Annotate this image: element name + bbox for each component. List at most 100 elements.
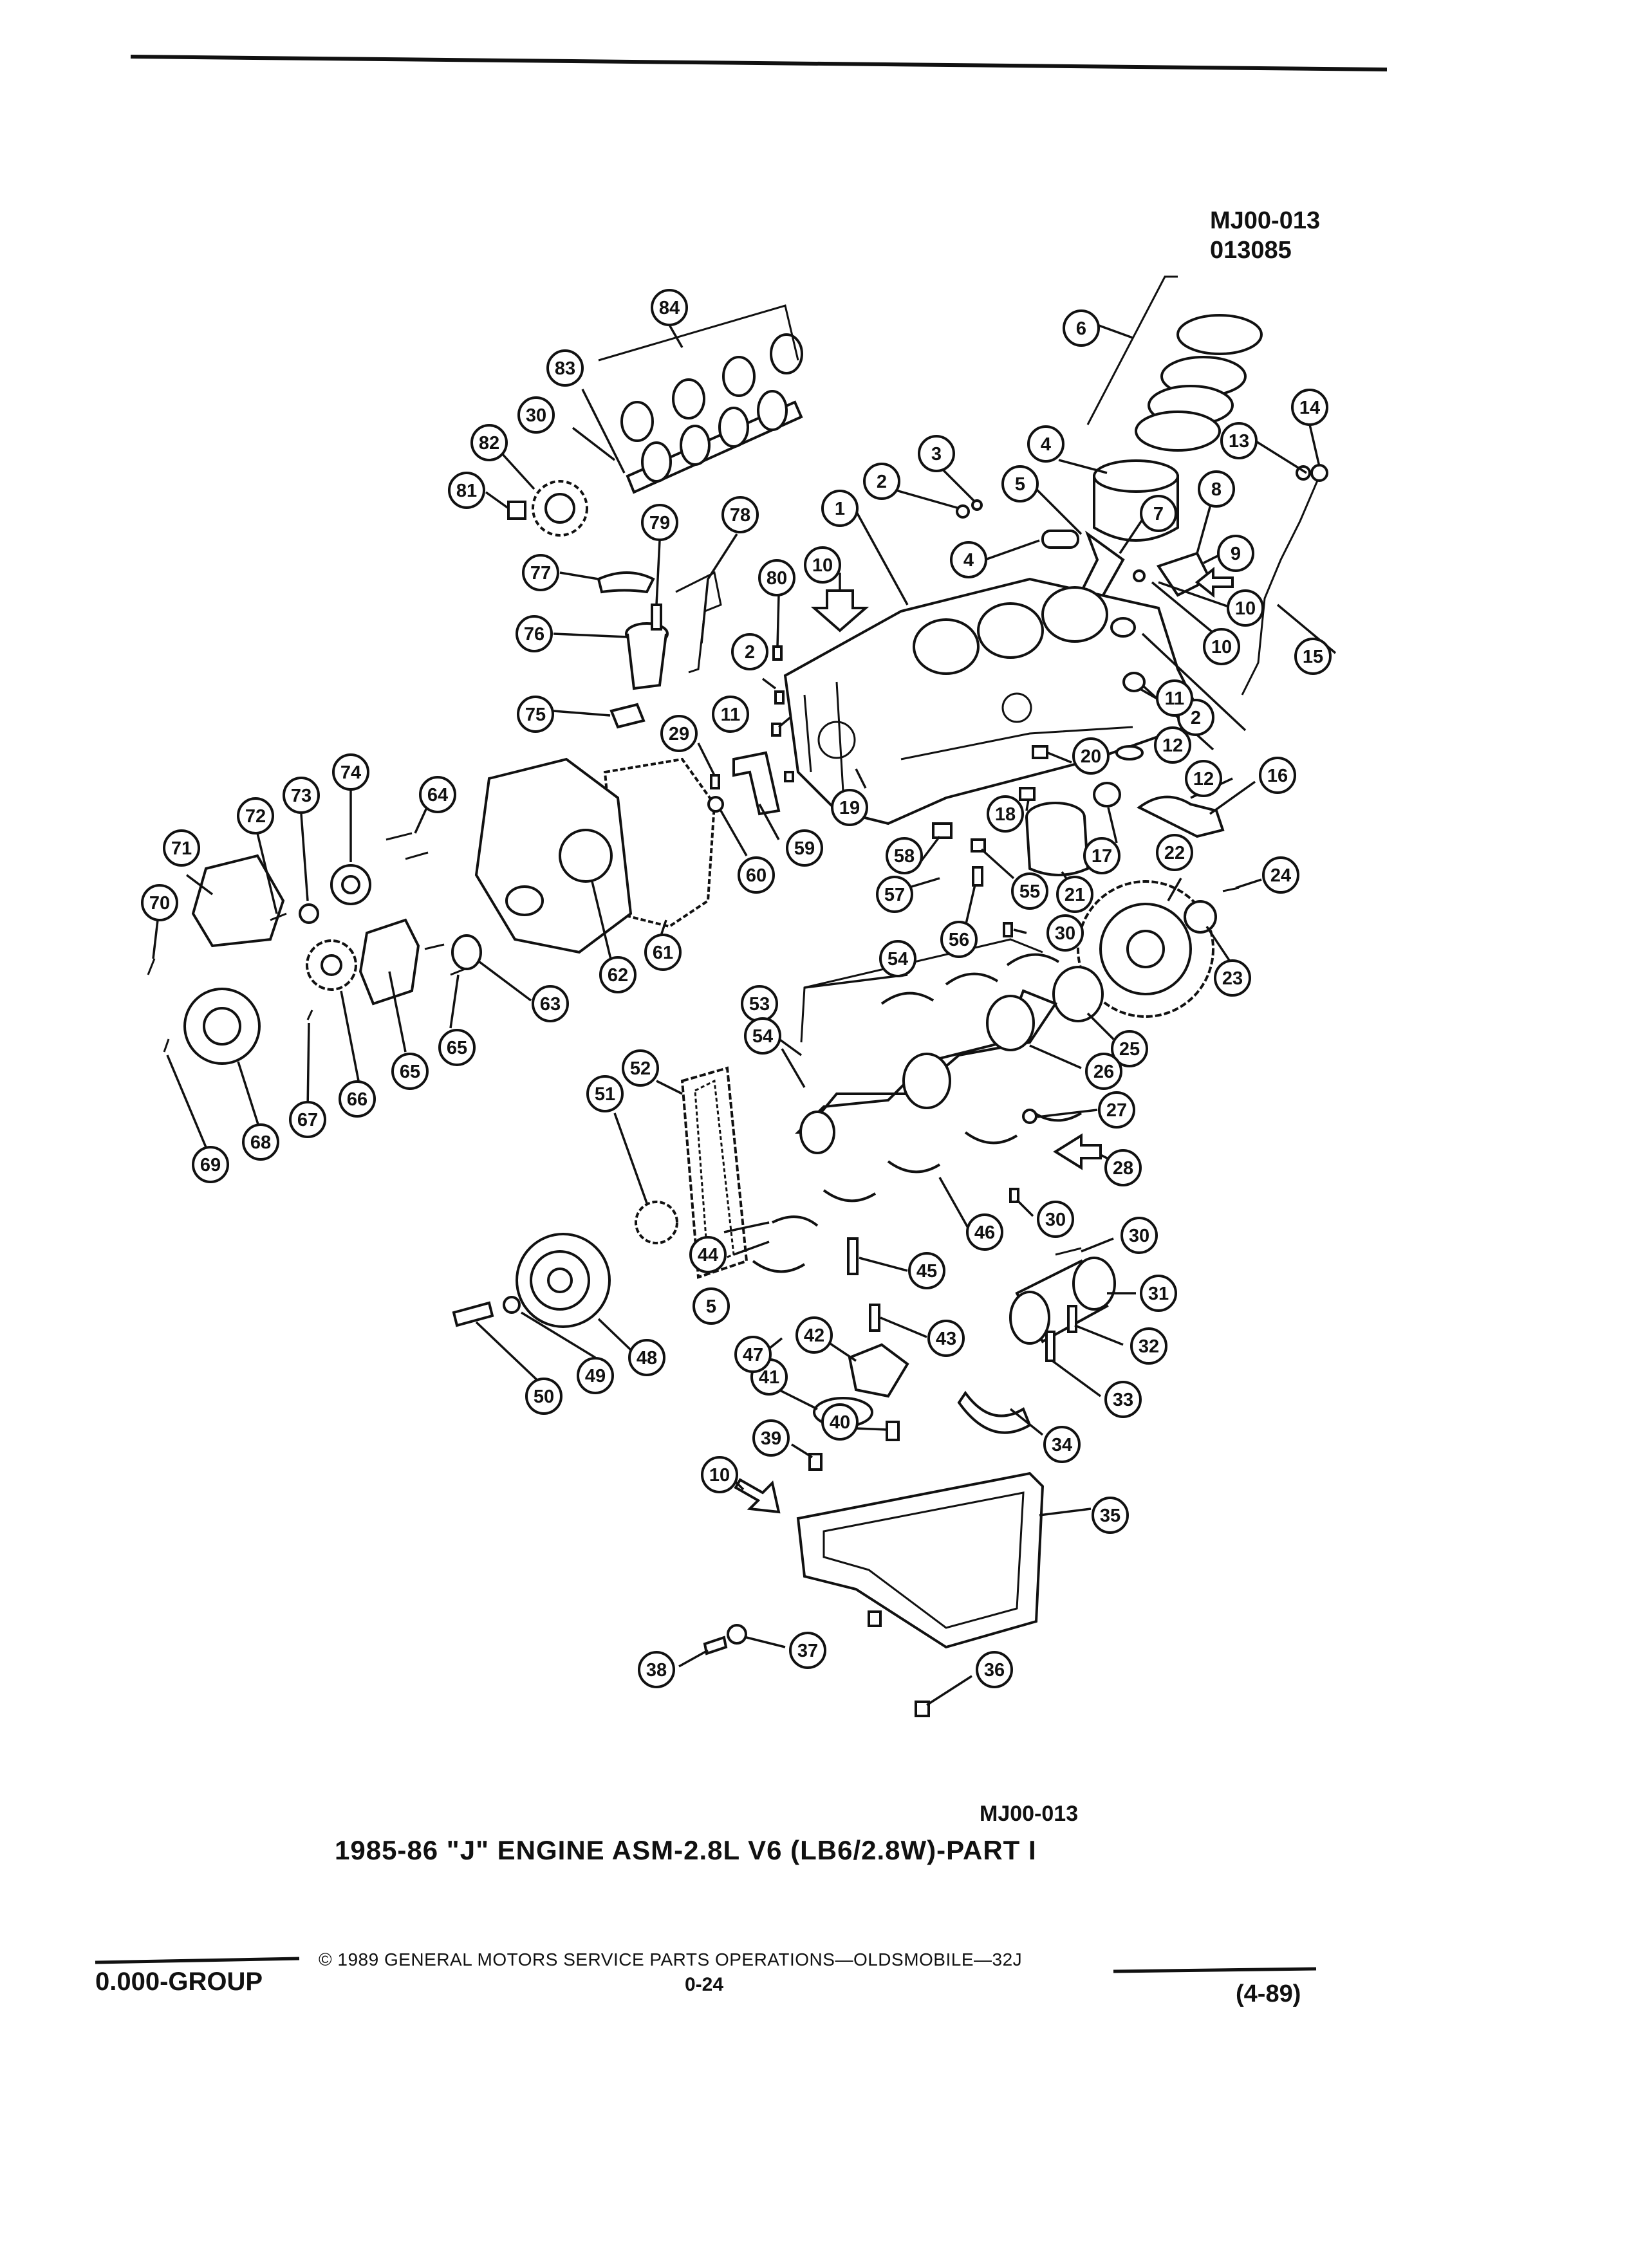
- callout-5: 5: [693, 1287, 730, 1325]
- svg-text:29: 29: [669, 724, 689, 744]
- svg-text:65: 65: [400, 1062, 420, 1082]
- callout-52: 51: [586, 1075, 624, 1112]
- callout-72: 71: [163, 829, 200, 867]
- callout-80: 79: [641, 504, 678, 541]
- svg-text:36: 36: [984, 1660, 1005, 1681]
- svg-text:55: 55: [1019, 881, 1040, 902]
- svg-text:59: 59: [794, 838, 815, 859]
- svg-text:28: 28: [1113, 1158, 1133, 1179]
- svg-text:2: 2: [1191, 708, 1201, 728]
- callout-37: 36: [976, 1651, 1013, 1688]
- callout-75: 74: [332, 753, 369, 791]
- callout-55: 54: [879, 940, 916, 977]
- callout-68: 67: [289, 1101, 326, 1138]
- svg-text:61: 61: [653, 943, 673, 963]
- front-cover-drawing: [474, 757, 633, 954]
- callout-49: 48: [628, 1339, 665, 1376]
- callout-4: 4: [1027, 425, 1065, 463]
- svg-text:47: 47: [743, 1345, 763, 1365]
- svg-text:33: 33: [1113, 1390, 1133, 1410]
- callout-15: 14: [1291, 389, 1328, 426]
- svg-text:10: 10: [709, 1465, 730, 1486]
- callout-73: 72: [237, 797, 274, 834]
- oil-filter-drawing: [1025, 802, 1090, 876]
- footer-rule-right: [1113, 1967, 1317, 1973]
- svg-text:3: 3: [931, 444, 942, 465]
- svg-text:7: 7: [1153, 504, 1164, 524]
- svg-text:49: 49: [585, 1366, 606, 1387]
- callout-36: 35: [1092, 1497, 1129, 1534]
- callout-67: 66: [339, 1080, 376, 1118]
- callout-53: 52: [622, 1049, 659, 1087]
- callout-31: 30: [1120, 1217, 1158, 1254]
- callout-8: 8: [1198, 470, 1235, 508]
- svg-text:18: 18: [995, 804, 1016, 825]
- callout-50: 49: [577, 1357, 614, 1394]
- oil-pan-drawing: [796, 1471, 1045, 1649]
- svg-text:43: 43: [936, 1329, 956, 1349]
- svg-text:30: 30: [526, 405, 546, 426]
- callout-1: 1: [821, 490, 859, 527]
- svg-text:70: 70: [149, 893, 170, 914]
- svg-text:5: 5: [706, 1296, 716, 1317]
- callout-19: 18: [987, 795, 1024, 833]
- callout-2: 2: [863, 463, 900, 500]
- svg-text:21: 21: [1065, 885, 1085, 905]
- svg-text:19: 19: [839, 798, 860, 818]
- callout-69: 68: [242, 1123, 279, 1161]
- svg-text:10: 10: [1211, 637, 1232, 658]
- svg-text:15: 15: [1303, 647, 1323, 667]
- callout-81: 80: [758, 559, 795, 596]
- svg-text:65: 65: [447, 1038, 467, 1058]
- crank-pulley-drawing: [516, 1233, 611, 1328]
- camshaft-drawing: [626, 390, 803, 494]
- starter-motor-drawing: [1009, 1257, 1116, 1345]
- svg-text:35: 35: [1100, 1506, 1120, 1526]
- callout-28: 27: [1098, 1091, 1135, 1129]
- svg-text:75: 75: [525, 705, 546, 725]
- callout-11: 10: [1203, 628, 1240, 665]
- callout-62: 61: [644, 934, 682, 971]
- svg-text:76: 76: [524, 624, 544, 645]
- callout-25: 24: [1262, 856, 1299, 894]
- lower-main-bearings-drawing: [823, 1109, 1083, 1203]
- callout-38: 37: [789, 1632, 826, 1669]
- callout-20: 19: [831, 789, 868, 826]
- svg-text:53: 53: [749, 994, 770, 1015]
- callout-82: 81: [448, 472, 485, 509]
- callout-74: 73: [283, 777, 320, 814]
- svg-text:54: 54: [888, 949, 908, 970]
- callout-39: 38: [638, 1651, 675, 1688]
- callout-63: 62: [599, 956, 637, 993]
- callout-5: 5: [1001, 465, 1039, 502]
- callout-54: 54: [744, 1017, 781, 1055]
- callout-17: 16: [1259, 757, 1296, 794]
- callout-6: 6: [1063, 309, 1100, 347]
- callout-26: 25: [1111, 1030, 1148, 1067]
- svg-text:9: 9: [1231, 544, 1241, 564]
- svg-text:5: 5: [1015, 474, 1025, 495]
- svg-text:84: 84: [659, 298, 680, 318]
- callout-57: 56: [940, 921, 978, 958]
- callout-23: 22: [1156, 834, 1193, 871]
- svg-text:74: 74: [340, 762, 361, 783]
- callout-32: 31: [1140, 1275, 1177, 1312]
- callout-65: 64: [419, 776, 456, 813]
- callout-84: 83: [546, 349, 584, 387]
- footer-date: (4-89): [1236, 1980, 1301, 2007]
- callout-77: 76: [516, 615, 553, 652]
- callout-30: 29: [660, 715, 698, 752]
- callout-10: 10: [804, 546, 841, 584]
- svg-text:23: 23: [1222, 968, 1243, 989]
- callout-30: 30: [1037, 1201, 1074, 1238]
- svg-text:25: 25: [1119, 1039, 1140, 1060]
- svg-text:64: 64: [427, 785, 448, 806]
- figure-code-top-line2: 013085: [1210, 237, 1292, 264]
- svg-text:26: 26: [1093, 1062, 1114, 1082]
- svg-text:20: 20: [1081, 746, 1101, 767]
- callout-16: 15: [1294, 638, 1332, 675]
- svg-text:57: 57: [884, 885, 905, 905]
- figure-code-top-line1: MJ00-013: [1210, 207, 1321, 234]
